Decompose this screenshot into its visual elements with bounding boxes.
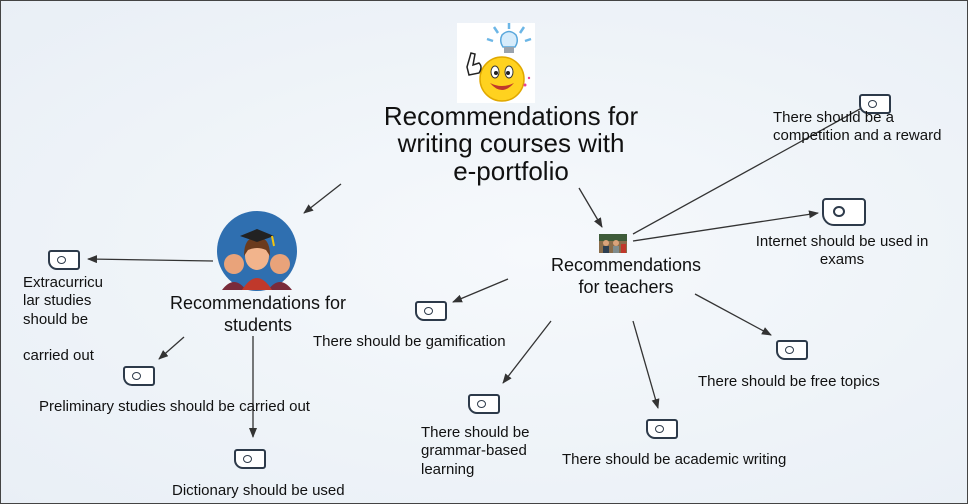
leaf-internet: Internet should be used in exams (755, 233, 929, 269)
leaf-competition: There should be a competition and a rewa… (773, 109, 942, 145)
teacher-photo-icon (599, 234, 627, 253)
leaf-extracurricular: Extracurricu lar studies should be carri… (23, 274, 104, 365)
arrow-title-to-teachers (578, 187, 603, 228)
grammar-note-icon[interactable] (468, 394, 500, 414)
academic-note-icon[interactable] (646, 419, 678, 439)
leaf-grammar: There should be grammar-based learning (421, 424, 530, 478)
arrow-to-free-topics (694, 293, 772, 336)
arrow-to-competition (632, 103, 870, 235)
arrow-to-grammar (502, 320, 552, 384)
arrow-to-gamification (452, 278, 509, 303)
dictionary-note-icon[interactable] (234, 449, 266, 469)
arrow-to-internet (632, 210, 819, 242)
leaf-academic: There should be academic writing (562, 451, 787, 468)
leaf-dictionary: Dictionary should be used (172, 482, 345, 499)
teachers-node-label: Recommendations for teachers (550, 255, 702, 297)
preliminary-note-icon[interactable] (123, 366, 155, 386)
leaf-gamification: There should be gamification (313, 333, 506, 350)
arrow-title-to-students (303, 183, 342, 214)
graduate-student-icon (217, 211, 297, 291)
leaf-free-topics: There should be free topics (698, 373, 880, 390)
competition-note-icon[interactable] (859, 94, 891, 114)
extracurricular-note-icon[interactable] (48, 250, 80, 270)
lightbulb-smiley-icon (457, 23, 535, 103)
free-topics-note-icon[interactable] (776, 340, 808, 360)
main-title: Recommendations for writing courses with… (383, 101, 639, 186)
gamification-note-icon[interactable] (415, 301, 447, 321)
arrow-to-preliminary (158, 336, 185, 360)
arrow-to-extracurricular (87, 255, 214, 264)
arrow-to-academic (632, 320, 660, 409)
students-node-label: Recommendations for students (169, 293, 347, 335)
leaf-preliminary: Preliminary studies should be carried ou… (39, 398, 310, 415)
internet-note-icon[interactable] (822, 198, 866, 226)
